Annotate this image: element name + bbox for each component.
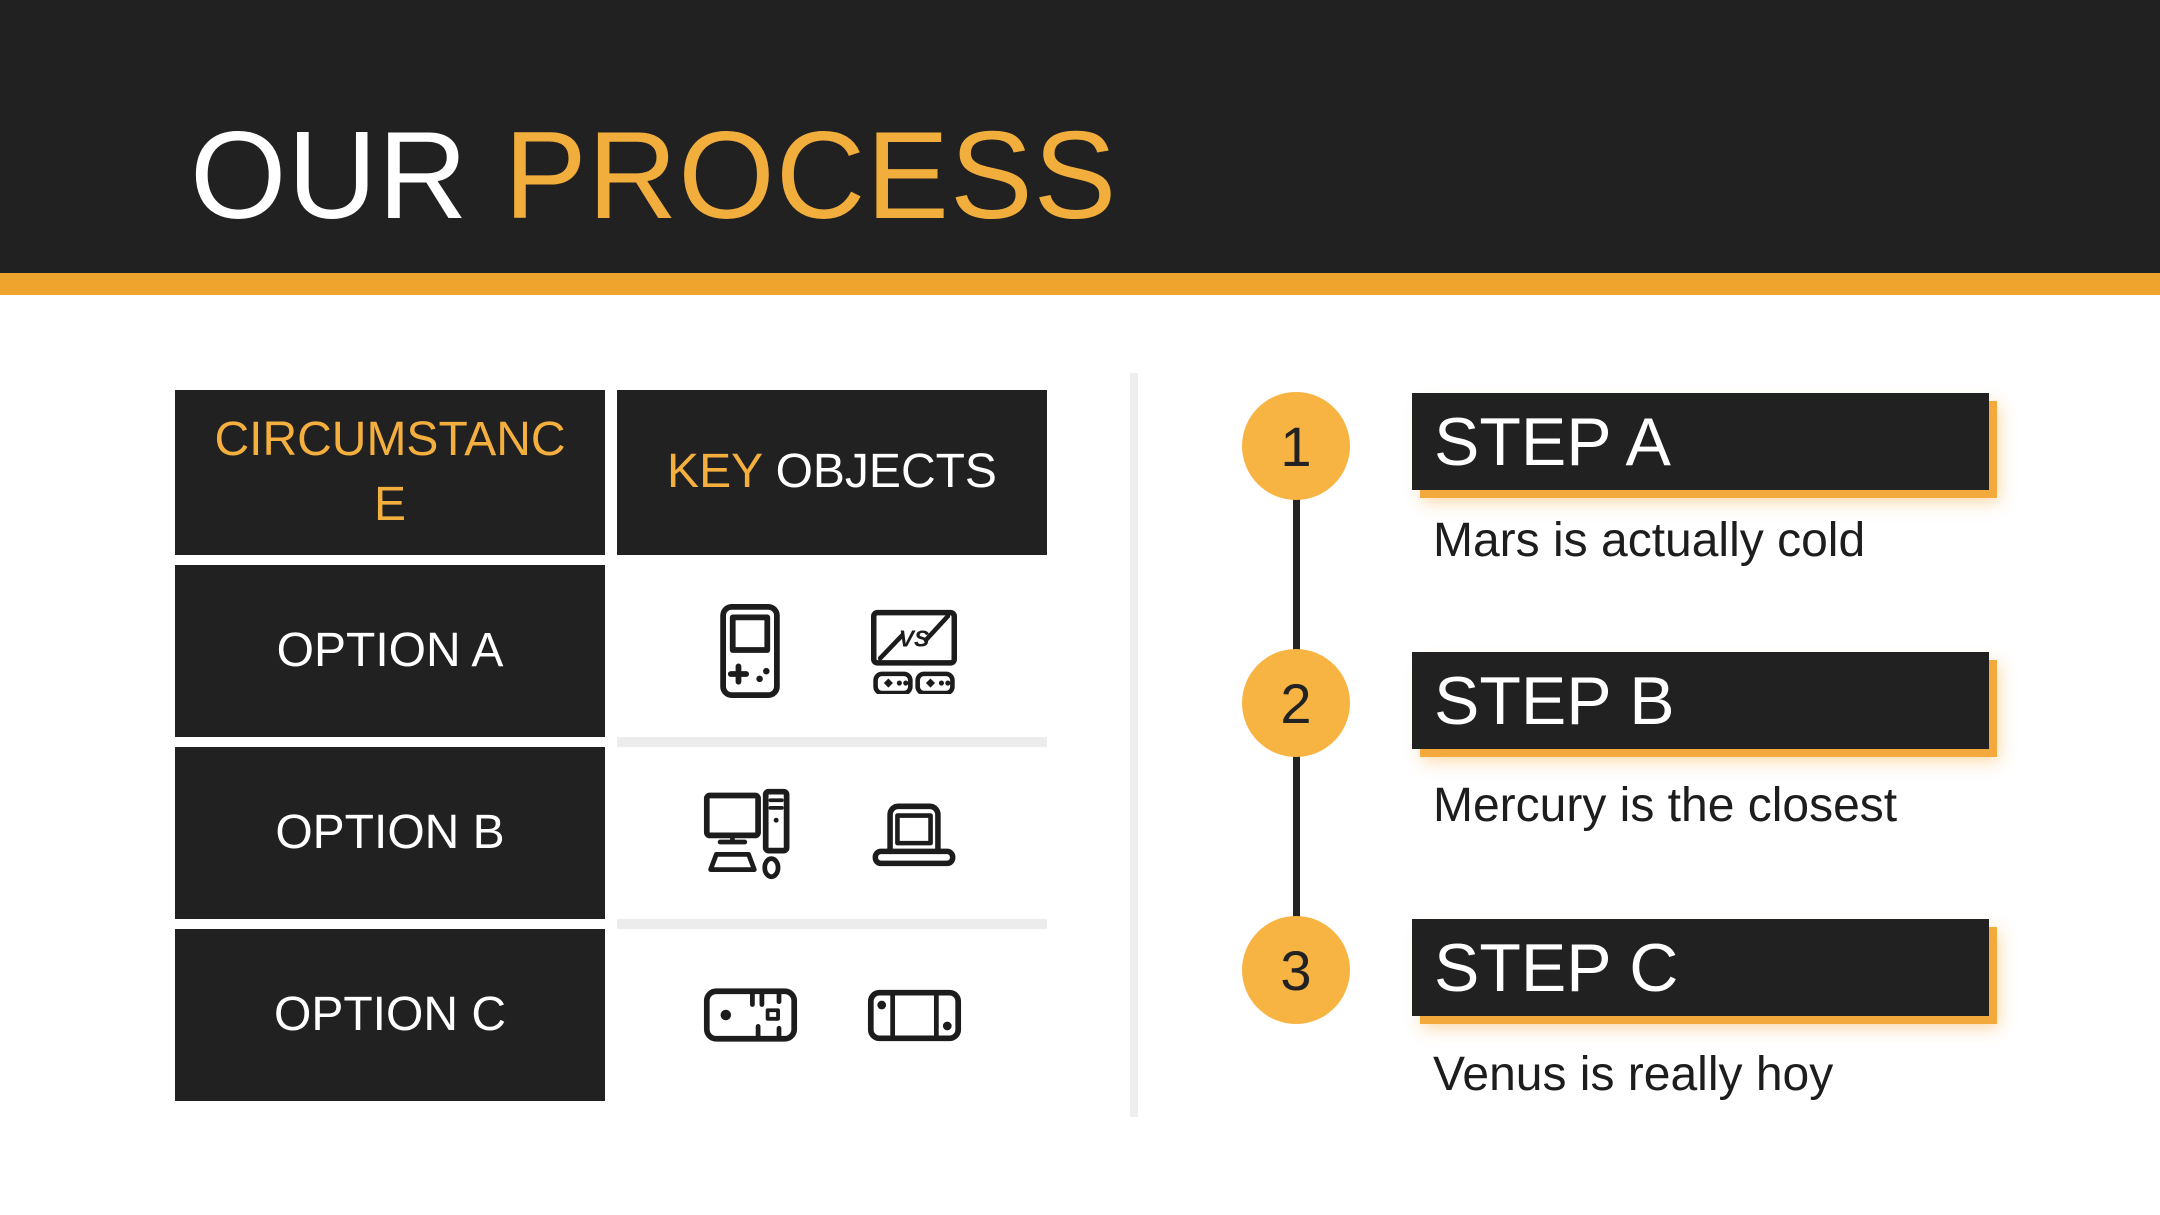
step-3-circle: 3 bbox=[1242, 916, 1350, 1024]
vs-screen-console-icon: VS bbox=[864, 601, 964, 701]
step-3-description: Venus is really hoy bbox=[1433, 1048, 1834, 1101]
step-2-circle: 2 bbox=[1242, 649, 1350, 757]
table-header-key-objects: KEY OBJECTS bbox=[617, 390, 1047, 555]
step-2-title: STEP B bbox=[1434, 662, 1675, 739]
key-label: KEY bbox=[667, 445, 763, 499]
option-c-cell: OPTION C bbox=[175, 929, 605, 1101]
step-3-title: STEP C bbox=[1434, 929, 1679, 1006]
step-2-description: Mercury is the closest bbox=[1433, 779, 1898, 832]
step-1-title-bar: STEP A bbox=[1412, 393, 1989, 490]
svg-text:VS: VS bbox=[899, 625, 930, 651]
title-accent: PROCESS bbox=[504, 107, 1118, 245]
header-bar: OUR PROCESS bbox=[0, 0, 2160, 273]
key-objects-label: KEY OBJECTS bbox=[667, 440, 997, 505]
title-main: OUR bbox=[190, 107, 469, 245]
step-1-number: 1 bbox=[1280, 414, 1312, 478]
handheld-console-icon bbox=[864, 965, 964, 1065]
accent-stripe bbox=[0, 273, 2160, 295]
step-3-number: 3 bbox=[1280, 938, 1312, 1002]
desktop-computer-icon bbox=[700, 783, 800, 883]
step-2-number: 2 bbox=[1280, 671, 1312, 735]
step-2-title-bar: STEP B bbox=[1412, 652, 1989, 749]
gameboy-icon bbox=[700, 601, 800, 701]
option-c-icons-cell bbox=[617, 929, 1047, 1101]
options-table: CIRCUMSTANCE KEY OBJECTS OPTION A bbox=[175, 390, 1047, 1101]
vertical-divider bbox=[1130, 373, 1138, 1117]
table-header-circumstance: CIRCUMSTANCE bbox=[175, 390, 605, 555]
option-b-icons-cell bbox=[617, 747, 1047, 919]
row-separator bbox=[617, 737, 1047, 747]
option-a-icons-cell: VS bbox=[617, 565, 1047, 737]
step-1-circle: 1 bbox=[1242, 392, 1350, 500]
option-a-cell: OPTION A bbox=[175, 565, 605, 737]
gaming-phone-icon bbox=[700, 965, 800, 1065]
step-3-title-bar: STEP C bbox=[1412, 919, 1989, 1016]
objects-label: OBJECTS bbox=[775, 445, 997, 499]
row-separator bbox=[617, 919, 1047, 929]
step-1-description: Mars is actually cold bbox=[1433, 514, 1866, 567]
laptop-icon bbox=[864, 783, 964, 883]
option-b-cell: OPTION B bbox=[175, 747, 605, 919]
circumstance-label: CIRCUMSTANCE bbox=[214, 412, 566, 531]
slide-title: OUR PROCESS bbox=[190, 101, 1117, 251]
step-1-title: STEP A bbox=[1434, 403, 1671, 480]
